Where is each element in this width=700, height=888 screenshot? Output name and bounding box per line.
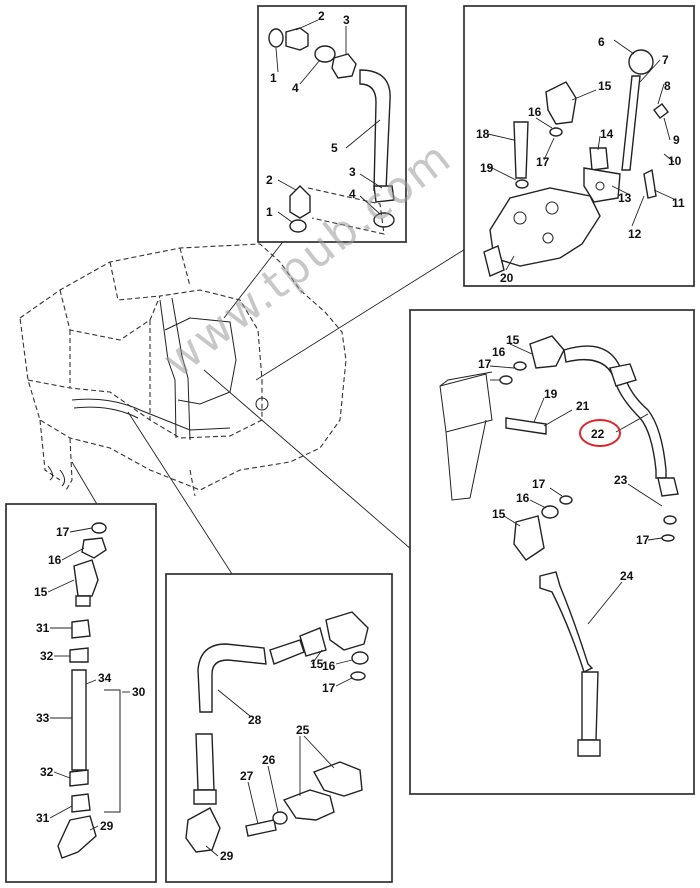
callout-label: 32 [40, 765, 54, 779]
callout-label: 15 [506, 333, 520, 347]
callout-label: 17 [532, 477, 546, 491]
callout-label: 30 [132, 685, 146, 699]
callout-label: 16 [516, 491, 530, 505]
callout-label: 34 [98, 671, 112, 685]
callout-label: 15 [598, 79, 612, 93]
callout-label: 15 [34, 585, 48, 599]
reference-lines [71, 229, 471, 575]
callout-label: 32 [40, 649, 54, 663]
callout-label: 7 [662, 53, 669, 67]
callout-label: 27 [240, 769, 254, 783]
callout-label: 6 [598, 35, 605, 49]
callout-label: 10 [668, 154, 682, 168]
callout-label: 33 [36, 711, 50, 725]
callout-label: 12 [628, 227, 642, 241]
callout-label: 15 [310, 657, 324, 671]
callout-label: 16 [528, 105, 542, 119]
callout-label: 8 [664, 79, 671, 93]
callout-label: 16 [322, 659, 336, 673]
callout-label: 17 [322, 681, 336, 695]
machine-outline [19, 243, 347, 497]
callout-label: 16 [492, 345, 506, 359]
callout-label: 31 [36, 621, 50, 635]
callout-label: 28 [248, 713, 262, 727]
callout-label: 17 [536, 155, 550, 169]
callout-label: 19 [544, 387, 558, 401]
callout-label: 31 [36, 811, 50, 825]
detail-box-fittings: 1 2 3 4 5 3 4 2 1 [257, 5, 407, 243]
detail-box-tube: 17 16 15 31 32 34 30 33 32 31 29 [5, 503, 157, 883]
callout-label: 4 [292, 81, 299, 95]
callout-label: 14 [600, 127, 614, 141]
detail-box-lines-clamps: 15 16 17 28 25 26 27 29 [165, 573, 393, 883]
callout-label: 3 [343, 13, 350, 27]
callout-label: 1 [266, 205, 273, 219]
callout-label: 17 [636, 533, 650, 547]
callout-label: 18 [476, 127, 490, 141]
callout-label: 4 [349, 187, 356, 201]
callout-label: 13 [618, 191, 632, 205]
callout-label: 2 [318, 9, 325, 23]
highlight-circle [579, 419, 621, 447]
callout-label: 15 [492, 507, 506, 521]
callout-label: 26 [262, 753, 276, 767]
callout-label: 23 [614, 473, 628, 487]
callout-label: 5 [331, 141, 338, 155]
callout-label: 29 [220, 849, 234, 863]
callout-label: 20 [500, 271, 514, 285]
detail-box-valve: 6 7 8 9 10 11 12 13 14 15 16 17 18 19 20 [463, 5, 695, 287]
callout-label: 9 [673, 133, 680, 147]
callout-label: 17 [56, 525, 70, 539]
callout-label: 2 [266, 173, 273, 187]
callout-label: 1 [270, 71, 277, 85]
callout-label: 25 [296, 723, 310, 737]
callout-label: 24 [620, 569, 634, 583]
callout-label: 3 [349, 165, 356, 179]
callout-label: 17 [478, 357, 492, 371]
callout-label: 21 [576, 399, 590, 413]
callout-label: 19 [480, 161, 494, 175]
callout-label: 29 [100, 819, 114, 833]
callout-label: 16 [48, 553, 62, 567]
callout-label: 11 [672, 196, 685, 210]
detail-box-tube-assembly: 15 16 17 19 21 22 23 17 17 16 15 24 [409, 309, 695, 795]
highlighted-callout-label: 22 [591, 427, 605, 441]
